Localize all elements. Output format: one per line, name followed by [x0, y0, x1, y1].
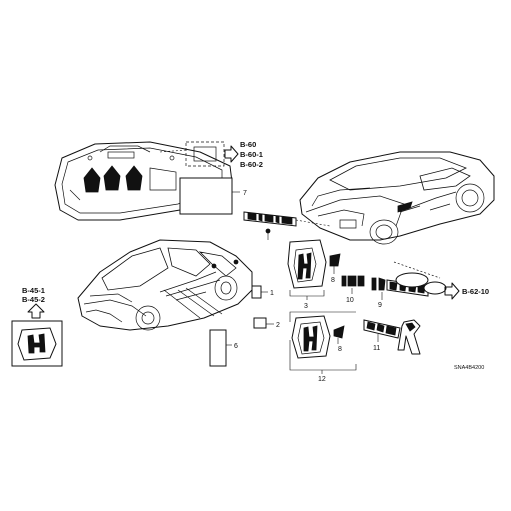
label-part-2 — [253, 317, 267, 329]
ref-b62-10: B-62-10 — [462, 287, 489, 296]
front-h-emblem — [11, 303, 63, 367]
ref-b45-1: B-45-1 — [22, 286, 45, 295]
sedan-rear-view-drawing — [299, 151, 495, 245]
ref-b45-2: B-45-2 — [22, 295, 45, 304]
label-part-6 — [209, 329, 227, 367]
part-number-10: 10 — [346, 297, 354, 304]
label-part-7 — [179, 177, 233, 215]
ref-b60-2: B-60-2 — [240, 160, 263, 169]
part-number-11: 11 — [373, 345, 380, 352]
diagram-code: SNA4B4200 — [454, 365, 484, 371]
ref-b60-1: B-60-1 — [240, 150, 263, 159]
oval-decals — [393, 261, 460, 300]
h-emblem-kit — [289, 311, 357, 374]
part-number-12: 12 — [318, 376, 326, 383]
part-number-3: 3 — [304, 303, 308, 310]
part-number-7: 7 — [243, 190, 247, 197]
part-number-9: 9 — [378, 302, 382, 309]
type-r-emblem — [363, 319, 421, 355]
part-number-8: 8 — [331, 277, 335, 284]
label-part-1 — [251, 285, 262, 299]
trunk-lid-drawing — [54, 141, 233, 221]
label-b60-callout — [159, 141, 239, 167]
rear-h-emblem — [287, 239, 327, 300]
part-number-8-kit: 8 — [338, 346, 342, 353]
part-number-6: 6 — [234, 343, 238, 350]
part-number-2: 2 — [276, 322, 280, 329]
civic-emblem — [243, 211, 331, 240]
ref-b60: B-60 — [240, 140, 256, 149]
sedan-front-view-drawing — [77, 239, 253, 331]
displacement-emblem — [341, 275, 365, 294]
clip-part-8 — [329, 253, 341, 274]
part-number-1: 1 — [270, 290, 274, 297]
ivtec-emblem — [371, 277, 429, 300]
